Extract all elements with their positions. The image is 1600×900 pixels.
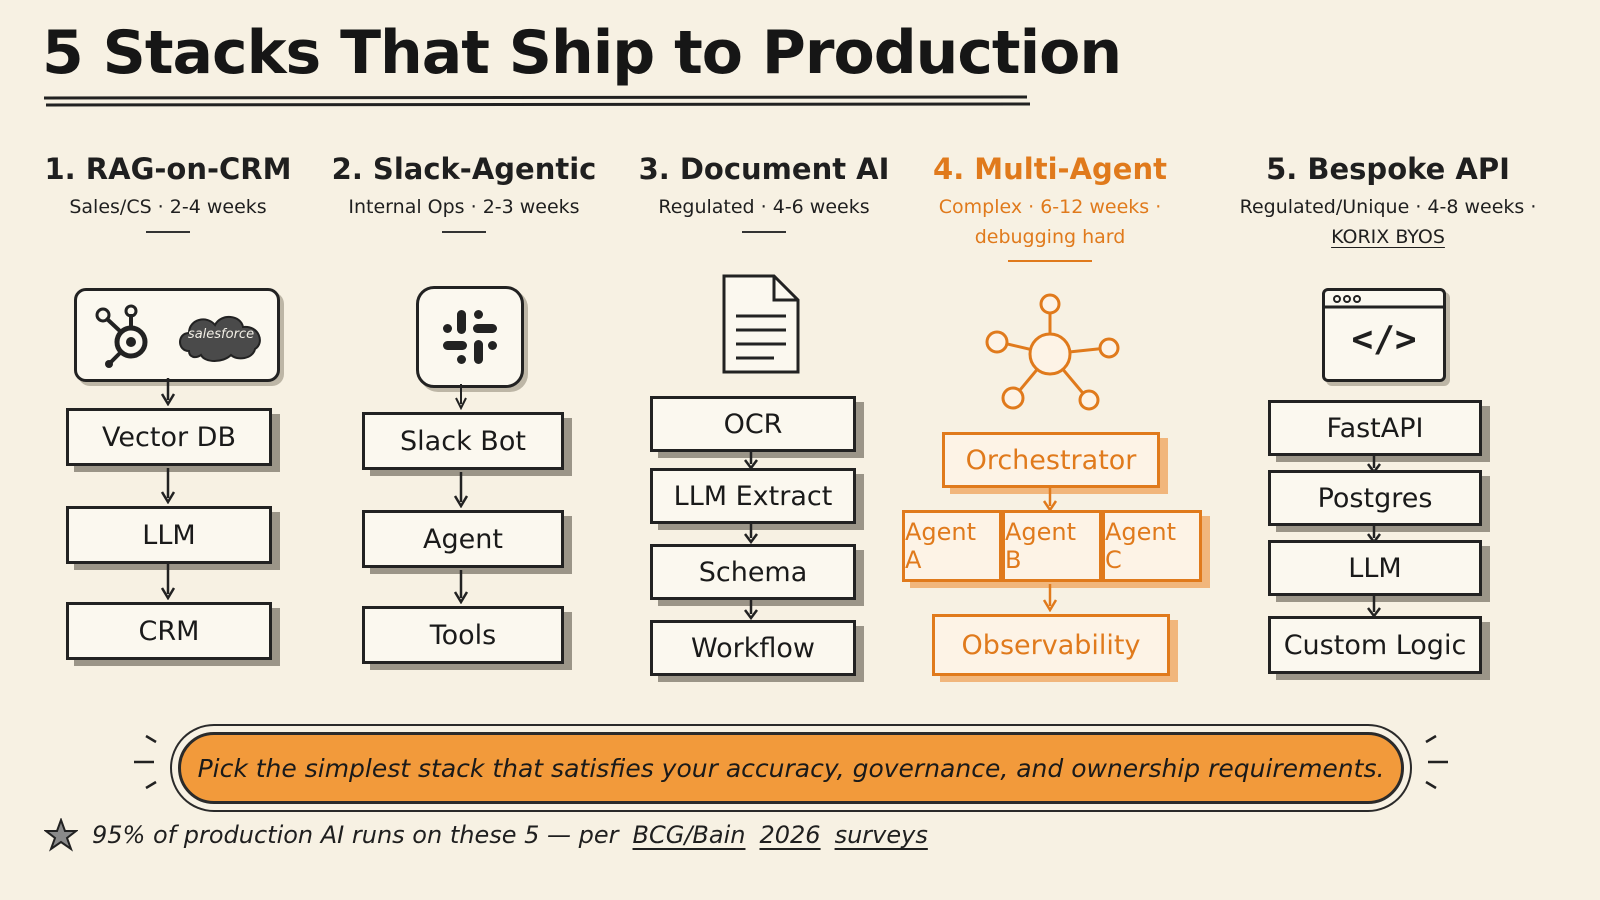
- arrow-down: [160, 468, 176, 504]
- emphasis-marks-left: [134, 734, 157, 790]
- stack-column-slack-agentic: 2. Slack-Agentic Internal Ops · 2-3 week…: [314, 150, 614, 233]
- hubspot-icon: [95, 304, 148, 368]
- arrow-down: [453, 472, 469, 508]
- block-crm: CRM: [66, 602, 272, 660]
- block-agent: Agent: [362, 510, 564, 568]
- block-custom-logic: Custom Logic: [1268, 616, 1482, 674]
- arrow-down: [744, 524, 758, 544]
- divider: [742, 230, 786, 233]
- stack-title: 1. RAG-on-CRM: [44, 152, 292, 186]
- arrow-down: [1042, 488, 1058, 512]
- arrow-down: [744, 600, 758, 620]
- block-observability: Observability: [932, 614, 1170, 676]
- footer-text: 95% of production AI runs on these 5 — p…: [92, 821, 619, 849]
- korix-byos-tag: KORIX BYOS: [1331, 225, 1445, 248]
- code-glyph: </>: [1351, 319, 1417, 360]
- stack-meta-line1: Regulated/Unique · 4-8 weeks ·: [1239, 196, 1537, 219]
- arrow-down: [1367, 596, 1381, 618]
- block-fastapi: FastAPI: [1268, 400, 1482, 456]
- stack-meta-line2: debugging hard: [974, 225, 1126, 248]
- stack-meta: Internal Ops · 2-3 weeks: [348, 196, 580, 219]
- block-llm-extract: LLM Extract: [650, 468, 856, 524]
- slack-logo-box: [416, 286, 524, 388]
- footer-note: 95% of production AI runs on these 5 — p…: [44, 818, 928, 852]
- document-icon: [722, 274, 800, 374]
- footer-source: BCG/Bain: [632, 821, 746, 849]
- arrow-down: [160, 564, 176, 600]
- block-ocr: OCR: [650, 396, 856, 452]
- stack-column-bespoke-api: 5. Bespoke API Regulated/Unique · 4-8 we…: [1228, 150, 1548, 252]
- arrow-down: [160, 378, 176, 406]
- block-agent-c: Agent C: [1102, 510, 1202, 582]
- arrow-down: [453, 570, 469, 604]
- stack-column-multi-agent: 4. Multi-Agent Complex · 6-12 weeks · de…: [900, 150, 1200, 263]
- stack-title: 5. Bespoke API: [1266, 152, 1510, 186]
- stack-title: 2. Slack-Agentic: [331, 152, 597, 186]
- stack-title: 4. Multi-Agent: [933, 152, 1167, 186]
- star-icon: [44, 818, 78, 852]
- footer-suffix: surveys: [834, 821, 928, 849]
- stack-meta-line2-wrap: KORIX BYOS: [1228, 223, 1548, 252]
- crm-logos-box: salesforce: [74, 288, 280, 382]
- page-title: 5 Stacks That Ship to Production: [42, 18, 1122, 88]
- block-llm-5: LLM: [1268, 540, 1482, 596]
- stack-meta: Sales/CS · 2-4 weeks: [69, 196, 267, 219]
- arrow-down: [1042, 584, 1058, 612]
- block-tools: Tools: [362, 606, 564, 664]
- code-window-icon: </>: [1322, 288, 1446, 382]
- footer-year: 2026: [759, 821, 821, 849]
- stack-column-document-ai: 3. Document AI Regulated · 4-6 weeks: [614, 150, 914, 233]
- network-hub-icon: [985, 293, 1120, 411]
- block-schema: Schema: [650, 544, 856, 600]
- block-workflow: Workflow: [650, 620, 856, 676]
- divider: [442, 230, 486, 233]
- block-vector-db: Vector DB: [66, 408, 272, 466]
- key-takeaway-banner: Pick the simplest stack that satisfies y…: [178, 732, 1404, 804]
- stack-column-rag-on-crm: 1. RAG-on-CRM Sales/CS · 2-4 weeks: [18, 150, 318, 233]
- stack-meta: Regulated · 4-6 weeks: [658, 196, 870, 219]
- block-agent-a: Agent A: [902, 510, 1002, 582]
- stack-meta-line1: Complex · 6-12 weeks ·: [938, 196, 1162, 219]
- block-orchestrator: Orchestrator: [942, 432, 1160, 488]
- slack-icon: [443, 310, 497, 364]
- block-slack-bot: Slack Bot: [362, 412, 564, 470]
- divider: [146, 230, 190, 233]
- salesforce-icon: salesforce: [175, 307, 267, 363]
- stack-title: 3. Document AI: [638, 152, 890, 186]
- salesforce-label: salesforce: [187, 327, 255, 342]
- title-underline: [43, 95, 1031, 107]
- emphasis-marks-right: [1425, 734, 1448, 790]
- divider: [1008, 260, 1092, 263]
- arrow-down: [455, 384, 467, 410]
- block-agent-b: Agent B: [1002, 510, 1102, 582]
- block-llm: LLM: [66, 506, 272, 564]
- block-postgres: Postgres: [1268, 470, 1482, 526]
